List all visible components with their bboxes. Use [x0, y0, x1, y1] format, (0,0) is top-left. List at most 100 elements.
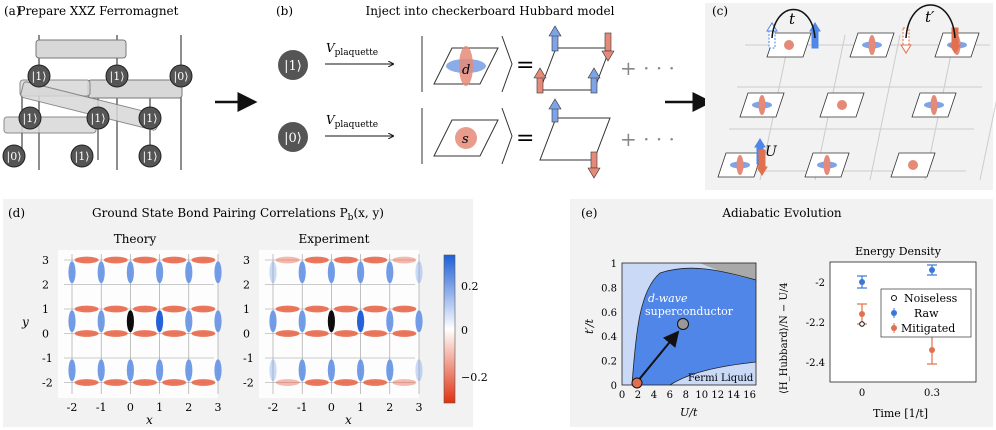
end-point	[677, 318, 689, 330]
bond-horizontal	[103, 330, 128, 337]
bond-vertical	[386, 359, 394, 382]
panel-b: (b) Inject into checkerboard Hubbard mod…	[276, 4, 675, 179]
bond-vertical	[298, 359, 306, 382]
bond-horizontal	[162, 305, 187, 313]
bond-horizontal	[363, 256, 388, 264]
bond-horizontal	[392, 330, 417, 337]
subplot-theory-title: Theory	[114, 232, 157, 246]
phase-x-tick: 8	[683, 390, 689, 401]
bond-vertical	[269, 310, 277, 333]
bond-horizontal	[275, 330, 300, 337]
bond-vertical	[126, 310, 134, 333]
s-orbital	[837, 100, 847, 110]
bond-horizontal	[103, 379, 128, 386]
equals-bottom: =	[516, 126, 534, 151]
subplot-experiment-title: Experiment	[299, 232, 370, 246]
spin-arrow	[754, 138, 766, 148]
bond-horizontal	[275, 305, 300, 313]
bond-horizontal	[162, 330, 187, 337]
bond-horizontal	[275, 256, 300, 264]
qubit-node	[2, 144, 26, 168]
bond-horizontal	[334, 330, 358, 337]
energy-x-tick: 0	[859, 388, 865, 399]
bond-horizontal	[363, 305, 388, 313]
bond-vertical	[327, 310, 335, 333]
qubit-node	[27, 64, 51, 88]
qubit-node	[18, 106, 42, 130]
op-label-bottom: Vplaquette	[326, 113, 378, 130]
bond-horizontal	[103, 256, 128, 264]
s-orbital	[908, 160, 918, 170]
phase-x-tick: 0	[619, 390, 625, 401]
x-tick-label: -1	[297, 401, 308, 414]
s-wave-ket: s	[421, 107, 513, 165]
panel-a-letter: (a)	[4, 4, 21, 18]
bond-horizontal	[74, 256, 99, 264]
panel-a: (a) Prepare XXZ Ferromagnet |1⟩|1⟩|0⟩|1⟩…	[2, 4, 193, 170]
qubit-label: |1⟩	[75, 150, 90, 164]
phase-x-label: U/t	[680, 406, 698, 419]
bond-vertical	[269, 261, 277, 284]
bond-horizontal	[191, 305, 216, 313]
qubit-label: |1⟩	[91, 112, 106, 126]
bond-horizontal	[304, 330, 329, 337]
y-tick-label: -1	[42, 352, 53, 365]
qubit-node	[105, 64, 129, 88]
energy-y-tick: -2.4	[806, 358, 825, 369]
energy-y-tick: -2	[815, 278, 825, 289]
bond-horizontal	[392, 256, 417, 264]
plot-area	[58, 250, 218, 398]
phase-y-tick: 0.6	[601, 308, 617, 319]
bond-vertical	[214, 310, 222, 333]
ellipsis-bottom: + · · ·	[620, 127, 675, 151]
phase-x-tick: 12	[711, 390, 724, 401]
x-axis-label-experiment: x	[345, 413, 352, 427]
phase-x-tick: 14	[727, 390, 740, 401]
bond-horizontal	[363, 379, 388, 386]
bond-horizontal	[103, 305, 128, 313]
bond-horizontal	[133, 379, 157, 386]
bond-vertical	[415, 310, 423, 333]
panel-b-letter: (b)	[276, 4, 293, 18]
bond-vertical	[97, 261, 105, 284]
plot-area	[259, 250, 419, 398]
bond-vertical	[68, 261, 76, 284]
input-state-bottom	[278, 122, 308, 152]
panel-d: (d) Ground State Bond Pairing Correlatio…	[3, 199, 488, 427]
bond-horizontal	[392, 305, 417, 313]
y-tick-label: -1	[243, 352, 254, 365]
bond-vertical	[415, 359, 423, 382]
x-tick-label: -1	[96, 401, 107, 414]
bond-vertical	[327, 261, 335, 284]
bond-vertical	[97, 310, 105, 333]
y-tick-label: 0	[243, 328, 250, 341]
lattice	[717, 22, 996, 181]
colorbar: 0.2 0 −0.2	[443, 254, 488, 404]
phase-y-tick: 0	[611, 381, 617, 392]
bond-vertical	[269, 359, 277, 382]
y-tick-label: -2	[243, 377, 254, 390]
spin-arrow	[949, 44, 961, 54]
bond-horizontal	[191, 256, 216, 264]
bond-horizontal	[133, 256, 157, 264]
phase-x-tick: 16	[743, 390, 756, 401]
phase-x-tick: 2	[635, 390, 641, 401]
energy-y-tick: -2.2	[806, 318, 825, 329]
bond-vertical	[298, 310, 306, 333]
panel-e-title: Adiabatic Evolution	[721, 206, 842, 220]
phase-y-tick: 0.8	[601, 283, 617, 294]
legend-noiseless: Noiseless	[904, 292, 958, 305]
phase-x-tick: 10	[695, 390, 708, 401]
energy-x-tick: 0.3	[924, 388, 940, 399]
lattice-line	[979, 100, 996, 181]
x-tick-label: 2	[386, 401, 393, 414]
panel-e-letter: (e)	[581, 206, 597, 220]
bond-vertical	[298, 261, 306, 284]
y-tick-label: 2	[243, 279, 250, 292]
energy-points	[857, 264, 937, 365]
phase-x-tick: 4	[651, 390, 657, 401]
bond-vertical	[68, 359, 76, 382]
